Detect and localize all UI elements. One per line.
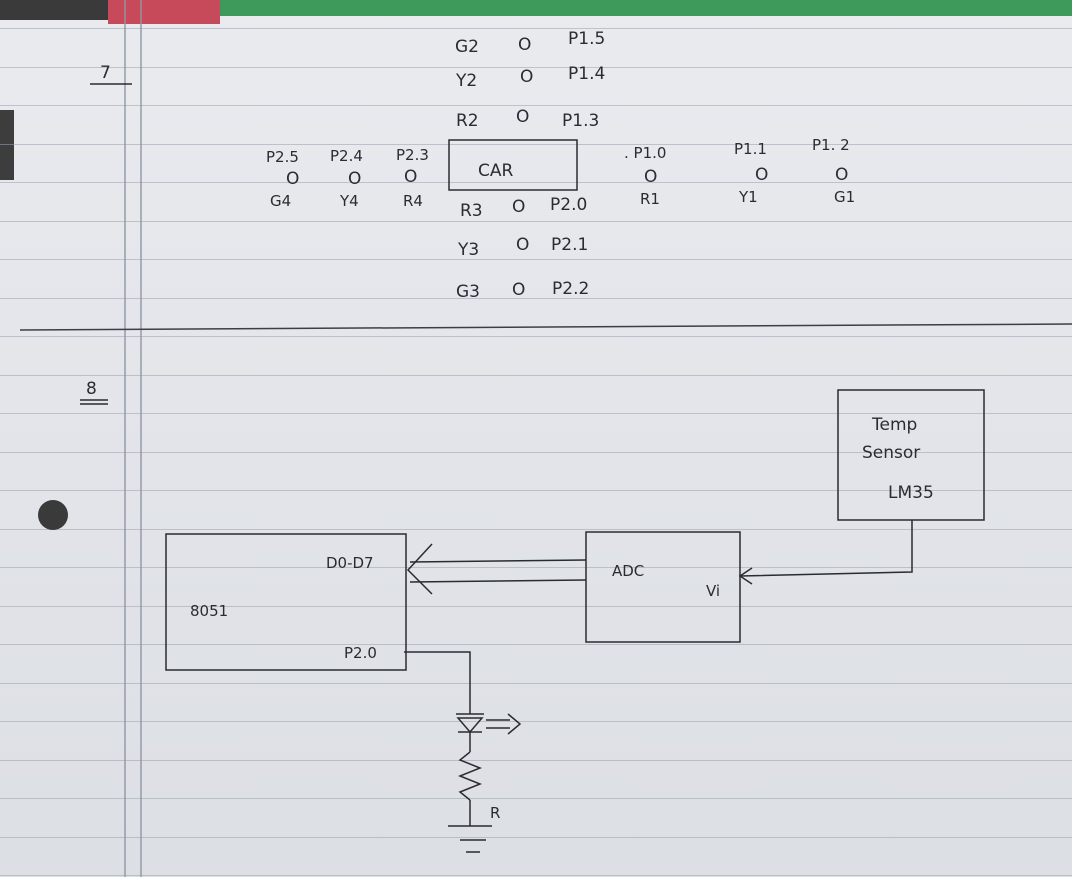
ruled-line xyxy=(0,105,1072,106)
question-7-number: 7 xyxy=(100,63,111,83)
south-light-r3: R3 xyxy=(460,201,483,221)
ruled-line xyxy=(0,67,1072,68)
north-light-r2: R2 xyxy=(456,111,479,131)
ruled-line xyxy=(0,259,1072,260)
mcu-data-port-label: D0-D7 xyxy=(326,554,374,572)
west-light-g4: G4 xyxy=(270,192,291,210)
east-port-p10: . P1.0 xyxy=(624,144,666,162)
temp-sensor-line1: Temp xyxy=(871,415,917,435)
adc-box xyxy=(585,531,741,643)
south-port-p22: P2.2 xyxy=(552,279,589,299)
background-red-strip xyxy=(108,0,220,24)
ruled-line xyxy=(0,837,1072,838)
south-port-p21: P2.1 xyxy=(551,235,588,255)
led-triangle xyxy=(456,717,484,734)
ruled-line xyxy=(0,798,1072,799)
section-divider xyxy=(19,323,1072,331)
ruled-line xyxy=(0,221,1072,222)
west-dot-1: O xyxy=(286,169,299,189)
data-bus-arrowhead xyxy=(406,543,433,595)
west-port-p23: P2.3 xyxy=(396,146,429,164)
east-light-r1: R1 xyxy=(640,190,660,208)
ruled-line xyxy=(0,567,1072,568)
ruled-line xyxy=(0,375,1072,376)
ruled-line xyxy=(0,721,1072,722)
page-edge-shadow xyxy=(0,110,14,180)
temp-sensor-line3: LM35 xyxy=(888,483,934,503)
ruled-line xyxy=(0,413,1072,414)
data-bus-line-2 xyxy=(409,579,587,583)
led-light-arrow xyxy=(507,713,522,735)
west-dot-3: O xyxy=(404,167,417,187)
mcu-label: 8051 xyxy=(190,602,228,620)
ruled-line xyxy=(0,144,1072,145)
north-port-p14: P1.4 xyxy=(568,64,605,84)
mcu-led-port-label: P2.0 xyxy=(344,644,377,662)
resistor-zigzag xyxy=(457,751,483,801)
ruled-line xyxy=(0,683,1072,684)
car-label: CAR xyxy=(478,161,513,181)
north-light-g2: G2 xyxy=(455,37,479,57)
south-dot-1: O xyxy=(512,197,525,217)
ruled-line xyxy=(0,760,1072,761)
north-port-p13: P1.3 xyxy=(562,111,599,131)
question-8-number: 8 xyxy=(86,379,97,399)
mcu-8051-box xyxy=(165,533,407,671)
temp-sensor-line2: Sensor xyxy=(862,443,920,463)
south-dot-2: O xyxy=(516,235,529,255)
ruled-line xyxy=(0,490,1072,491)
north-port-p15: P1.5 xyxy=(568,29,605,49)
north-dot-3: O xyxy=(516,107,529,127)
south-dot-3: O xyxy=(512,280,525,300)
east-light-g1: G1 xyxy=(834,188,855,206)
temp-sensor-box xyxy=(837,389,985,521)
data-bus-line-1 xyxy=(409,559,587,563)
ruled-line xyxy=(0,875,1072,876)
west-light-r4: R4 xyxy=(403,192,423,210)
adc-input-label: Vi xyxy=(706,582,720,600)
ruled-line xyxy=(0,182,1072,183)
sensor-to-adc-wire xyxy=(739,520,913,577)
ruled-line xyxy=(0,298,1072,299)
north-light-y2: Y2 xyxy=(455,71,477,91)
margin-line-2 xyxy=(140,0,142,877)
east-dot-2: O xyxy=(755,165,768,185)
background-green-strip xyxy=(220,0,1072,16)
west-port-p25: P2.5 xyxy=(266,148,299,166)
west-light-y4: Y4 xyxy=(339,192,359,210)
east-dot-1: O xyxy=(644,167,657,187)
east-dot-3: O xyxy=(835,165,848,185)
led-wire xyxy=(404,651,471,714)
east-port-p11: P1.1 xyxy=(734,140,767,158)
west-port-p24: P2.4 xyxy=(330,147,363,165)
adc-label: ADC xyxy=(612,562,644,580)
background-edge xyxy=(0,0,108,20)
east-port-p12: P1. 2 xyxy=(812,136,850,154)
east-light-y1: Y1 xyxy=(738,188,758,206)
ruled-line xyxy=(0,606,1072,607)
ruled-line xyxy=(0,529,1072,530)
car-box xyxy=(448,139,578,191)
ruled-line xyxy=(0,644,1072,645)
south-light-y3: Y3 xyxy=(457,240,479,260)
margin-line-1 xyxy=(124,0,126,877)
ruled-line xyxy=(0,336,1072,337)
north-dot-2: O xyxy=(520,67,533,87)
south-light-g3: G3 xyxy=(456,282,480,302)
west-dot-2: O xyxy=(348,169,361,189)
ruled-line xyxy=(0,28,1072,29)
south-port-p20: P2.0 xyxy=(550,195,587,215)
resistor-label: R xyxy=(490,804,500,822)
punch-hole xyxy=(38,500,68,530)
ruled-line xyxy=(0,452,1072,453)
north-dot-1: O xyxy=(518,35,531,55)
